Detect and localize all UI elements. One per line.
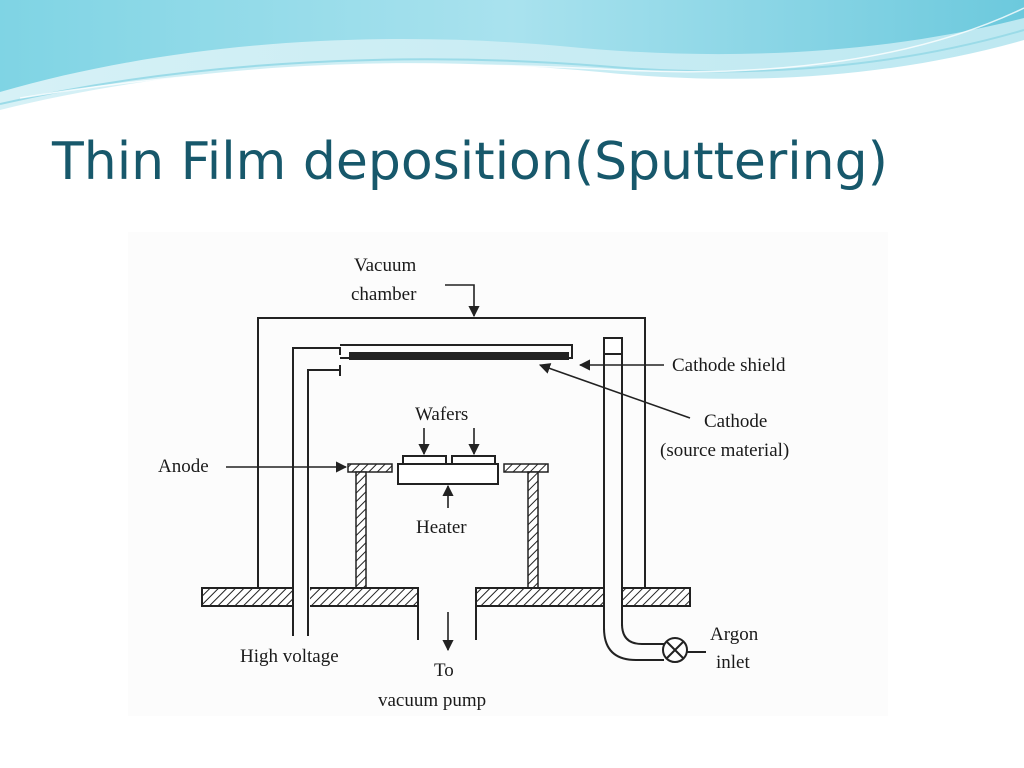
wafer-left: [402, 455, 447, 465]
label-source-material: (source material): [660, 440, 789, 461]
heater-block: [397, 463, 499, 485]
label-vacuum-pump: vacuum pump: [378, 690, 486, 711]
base-plate-right: [475, 587, 691, 607]
label-high-voltage: High voltage: [240, 646, 339, 667]
label-cathode: Cathode: [704, 411, 767, 432]
label-vacuum-chamber-1: Vacuum: [354, 255, 416, 276]
argon-feedthrough-gap: [603, 586, 623, 608]
page-title: Thin Film deposition(Sputtering): [52, 132, 888, 192]
header-wave-banner: [0, 0, 1024, 110]
high-voltage-feed: [292, 347, 341, 635]
wafer-right: [451, 455, 496, 465]
anode-plate-right: [503, 463, 549, 473]
argon-pipe-cap: [603, 337, 623, 355]
cathode-leader: [538, 363, 691, 419]
label-argon: Argon: [710, 624, 759, 645]
vacuum-chamber-wall: [257, 317, 646, 588]
label-heater: Heater: [416, 517, 467, 538]
banner-wave-line-2: [19, 7, 1024, 99]
diagram-background: [128, 232, 888, 716]
anode-plate-left: [347, 463, 393, 473]
label-anode: Anode: [158, 456, 209, 477]
argon-valve-cross: [666, 641, 684, 659]
label-inlet: inlet: [716, 652, 750, 673]
cathode-plate: [349, 352, 569, 360]
label-to: To: [434, 660, 454, 681]
label-wafers: Wafers: [415, 404, 468, 425]
label-vacuum-chamber-2: chamber: [351, 284, 417, 305]
high-voltage-feed-inner: [307, 369, 340, 635]
banner-wave-line: [0, 29, 1024, 105]
hv-feedthrough-gap: [292, 586, 310, 608]
support-post-left: [355, 471, 367, 589]
vacuum-chamber-leader: [445, 284, 480, 318]
support-post-right: [527, 471, 539, 589]
label-cathode-shield: Cathode shield: [672, 355, 786, 376]
banner-wave-front: [0, 0, 1024, 92]
